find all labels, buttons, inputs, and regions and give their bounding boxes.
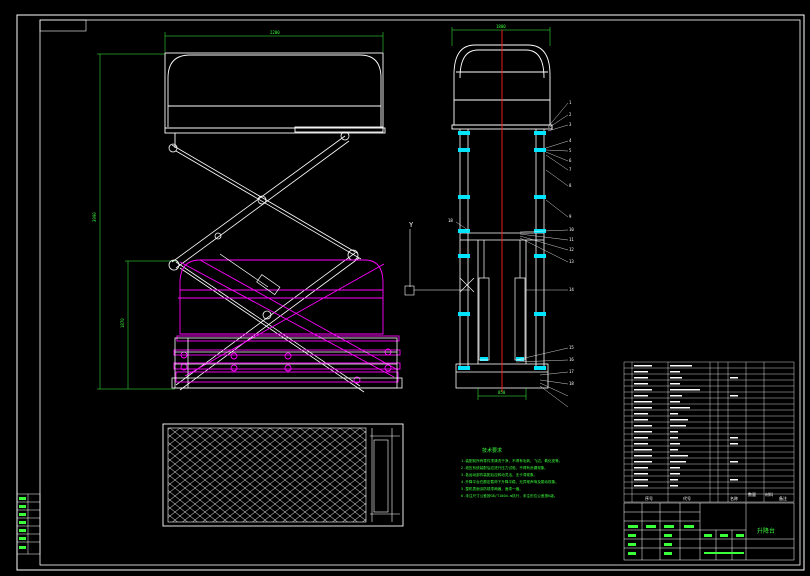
callout-6: 6: [569, 158, 572, 163]
callout-7: 7: [569, 167, 572, 172]
scissor-arms-raised: [168, 131, 365, 393]
parts-list-header: 序号 代号 名称 数量 材料 备注: [645, 491, 787, 501]
drawing-name: 升降台: [757, 527, 775, 535]
callout-4: 4: [569, 138, 572, 143]
title-block: [623, 502, 795, 561]
header-code: 代号: [683, 495, 691, 501]
technical-notes: 技术要求 1.装配前所有零件须清洗干净，不得有毛刺、飞边、氧化皮等。 2.液压系…: [461, 447, 562, 498]
callout-5: 5: [569, 148, 572, 153]
side-hydraulic-cylinders: [478, 240, 526, 361]
side-view: 1800: [404, 24, 569, 408]
callout-9: 9: [569, 214, 572, 219]
callout-14: 14: [569, 287, 574, 292]
note-line-1: 1.装配前所有零件须清洗干净，不得有毛刺、飞边、氧化皮等。: [461, 458, 562, 463]
note-line-5: 5.整机表面涂防锈漆两遍，面漆一遍。: [461, 486, 523, 491]
callout-numbers: 1 2 3 4 5 6 7 8 9 10 11 12 13 14 15 16 1…: [448, 100, 574, 386]
callout-leaders: [455, 102, 569, 408]
header-name: 名称: [730, 495, 738, 501]
dim-side-width-label: 1800: [496, 24, 506, 29]
callout-2: 2: [569, 112, 572, 117]
front-view: 2200 3990 1870: [92, 30, 403, 393]
header-remark: 备注: [779, 495, 787, 501]
dim-lower-height-label: 1870: [120, 318, 125, 328]
callout-18: 18: [569, 381, 574, 386]
callout-17: 17: [569, 369, 574, 374]
section-marker: [404, 229, 475, 296]
note-line-2: 2.液压系统装配后应进行压力试验，不得有渗漏现象。: [461, 465, 548, 470]
callout-3: 3: [569, 122, 572, 127]
parts-list-row-marks: [634, 365, 738, 487]
dim-top-width: [164, 32, 384, 52]
note-line-4: 4.升降平台在额定载荷下升降平稳，无异常声响及振动现象。: [461, 479, 559, 484]
callout-15: 15: [569, 345, 574, 350]
platform-lowered-position: [173, 259, 401, 384]
header-index: 序号: [645, 495, 653, 501]
callout-8: 8: [569, 183, 572, 188]
left-margin-strip: [16, 493, 41, 555]
callout-16: 16: [569, 357, 574, 362]
sheet-outer-border: [16, 14, 805, 571]
callout-10: 10: [569, 227, 574, 232]
notes-title: 技术要求: [482, 447, 502, 454]
callout-11: 11: [569, 237, 574, 242]
dim-total-height-label: 3990: [92, 212, 97, 222]
note-line-6: 6.未注尺寸公差按GB/T1804-m执行，未注形位公差按K级。: [461, 493, 557, 498]
callout-13: 13: [569, 259, 574, 264]
parts-list-table: [623, 361, 795, 503]
front-base-frame: [171, 337, 403, 389]
header-material: 材料: [765, 491, 773, 497]
corner-code-box: [39, 19, 87, 32]
top-view-platform: [162, 423, 404, 527]
section-marker-label: Y: [409, 221, 414, 229]
title-block-marks: [628, 525, 744, 555]
front-platform-box: [164, 52, 386, 148]
header-qty: 数量: [748, 491, 756, 497]
callout-left-18: 18: [448, 218, 453, 223]
dim-top-width-label: 2200: [270, 30, 280, 35]
callout-1: 1: [569, 100, 572, 105]
dim-base-width-label: 850: [498, 390, 506, 395]
sheet-inner-border: [39, 19, 801, 566]
front-hydraulic-cylinder: [219, 253, 281, 296]
callout-12: 12: [569, 247, 574, 252]
note-line-3: 3.各运动部件装配后应转动灵活，无卡滞现象。: [461, 472, 537, 477]
